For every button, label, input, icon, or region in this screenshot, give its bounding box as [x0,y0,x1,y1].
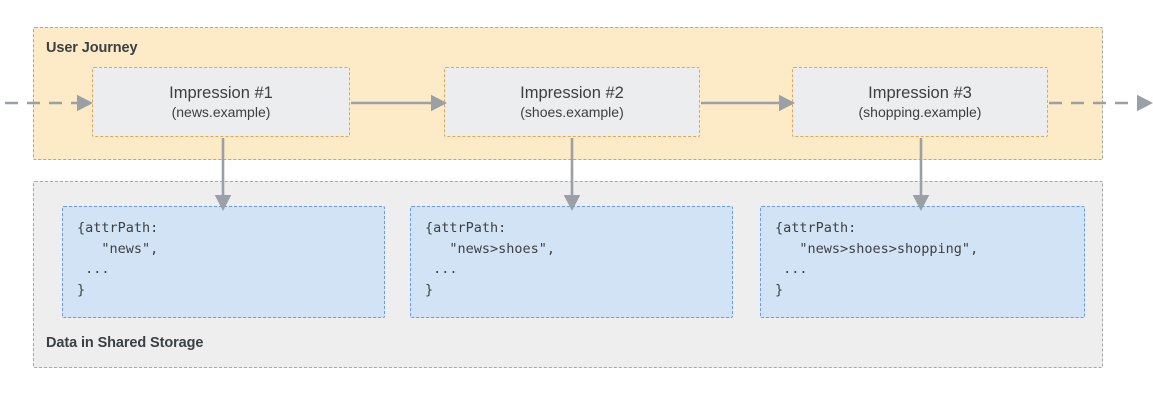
impression-box-2: Impression #2 (shoes.example) [444,67,700,137]
storage-entry-box-3: {attrPath: "news>shoes>shopping", ... } [760,206,1085,318]
impression-1-title: Impression #1 [169,84,273,103]
storage-entry-3-code: {attrPath: "news>shoes>shopping", ... } [775,220,979,298]
impression-3-site: (shopping.example) [858,103,982,120]
storage-entry-1-code: {attrPath: "news", ... } [77,220,159,298]
storage-entry-box-1: {attrPath: "news", ... } [62,206,385,318]
impression-2-site: (shoes.example) [520,103,624,120]
user-journey-title: User Journey [46,40,138,56]
storage-entry-2-code: {attrPath: "news>shoes", ... } [425,220,556,298]
impression-3-title: Impression #3 [868,84,972,103]
shared-storage-title: Data in Shared Storage [46,335,204,351]
impression-box-3: Impression #3 (shopping.example) [792,67,1048,137]
impression-box-1: Impression #1 (news.example) [92,67,350,137]
impression-1-site: (news.example) [171,103,271,120]
storage-entry-box-2: {attrPath: "news>shoes", ... } [410,206,733,318]
impression-2-title: Impression #2 [520,84,624,103]
